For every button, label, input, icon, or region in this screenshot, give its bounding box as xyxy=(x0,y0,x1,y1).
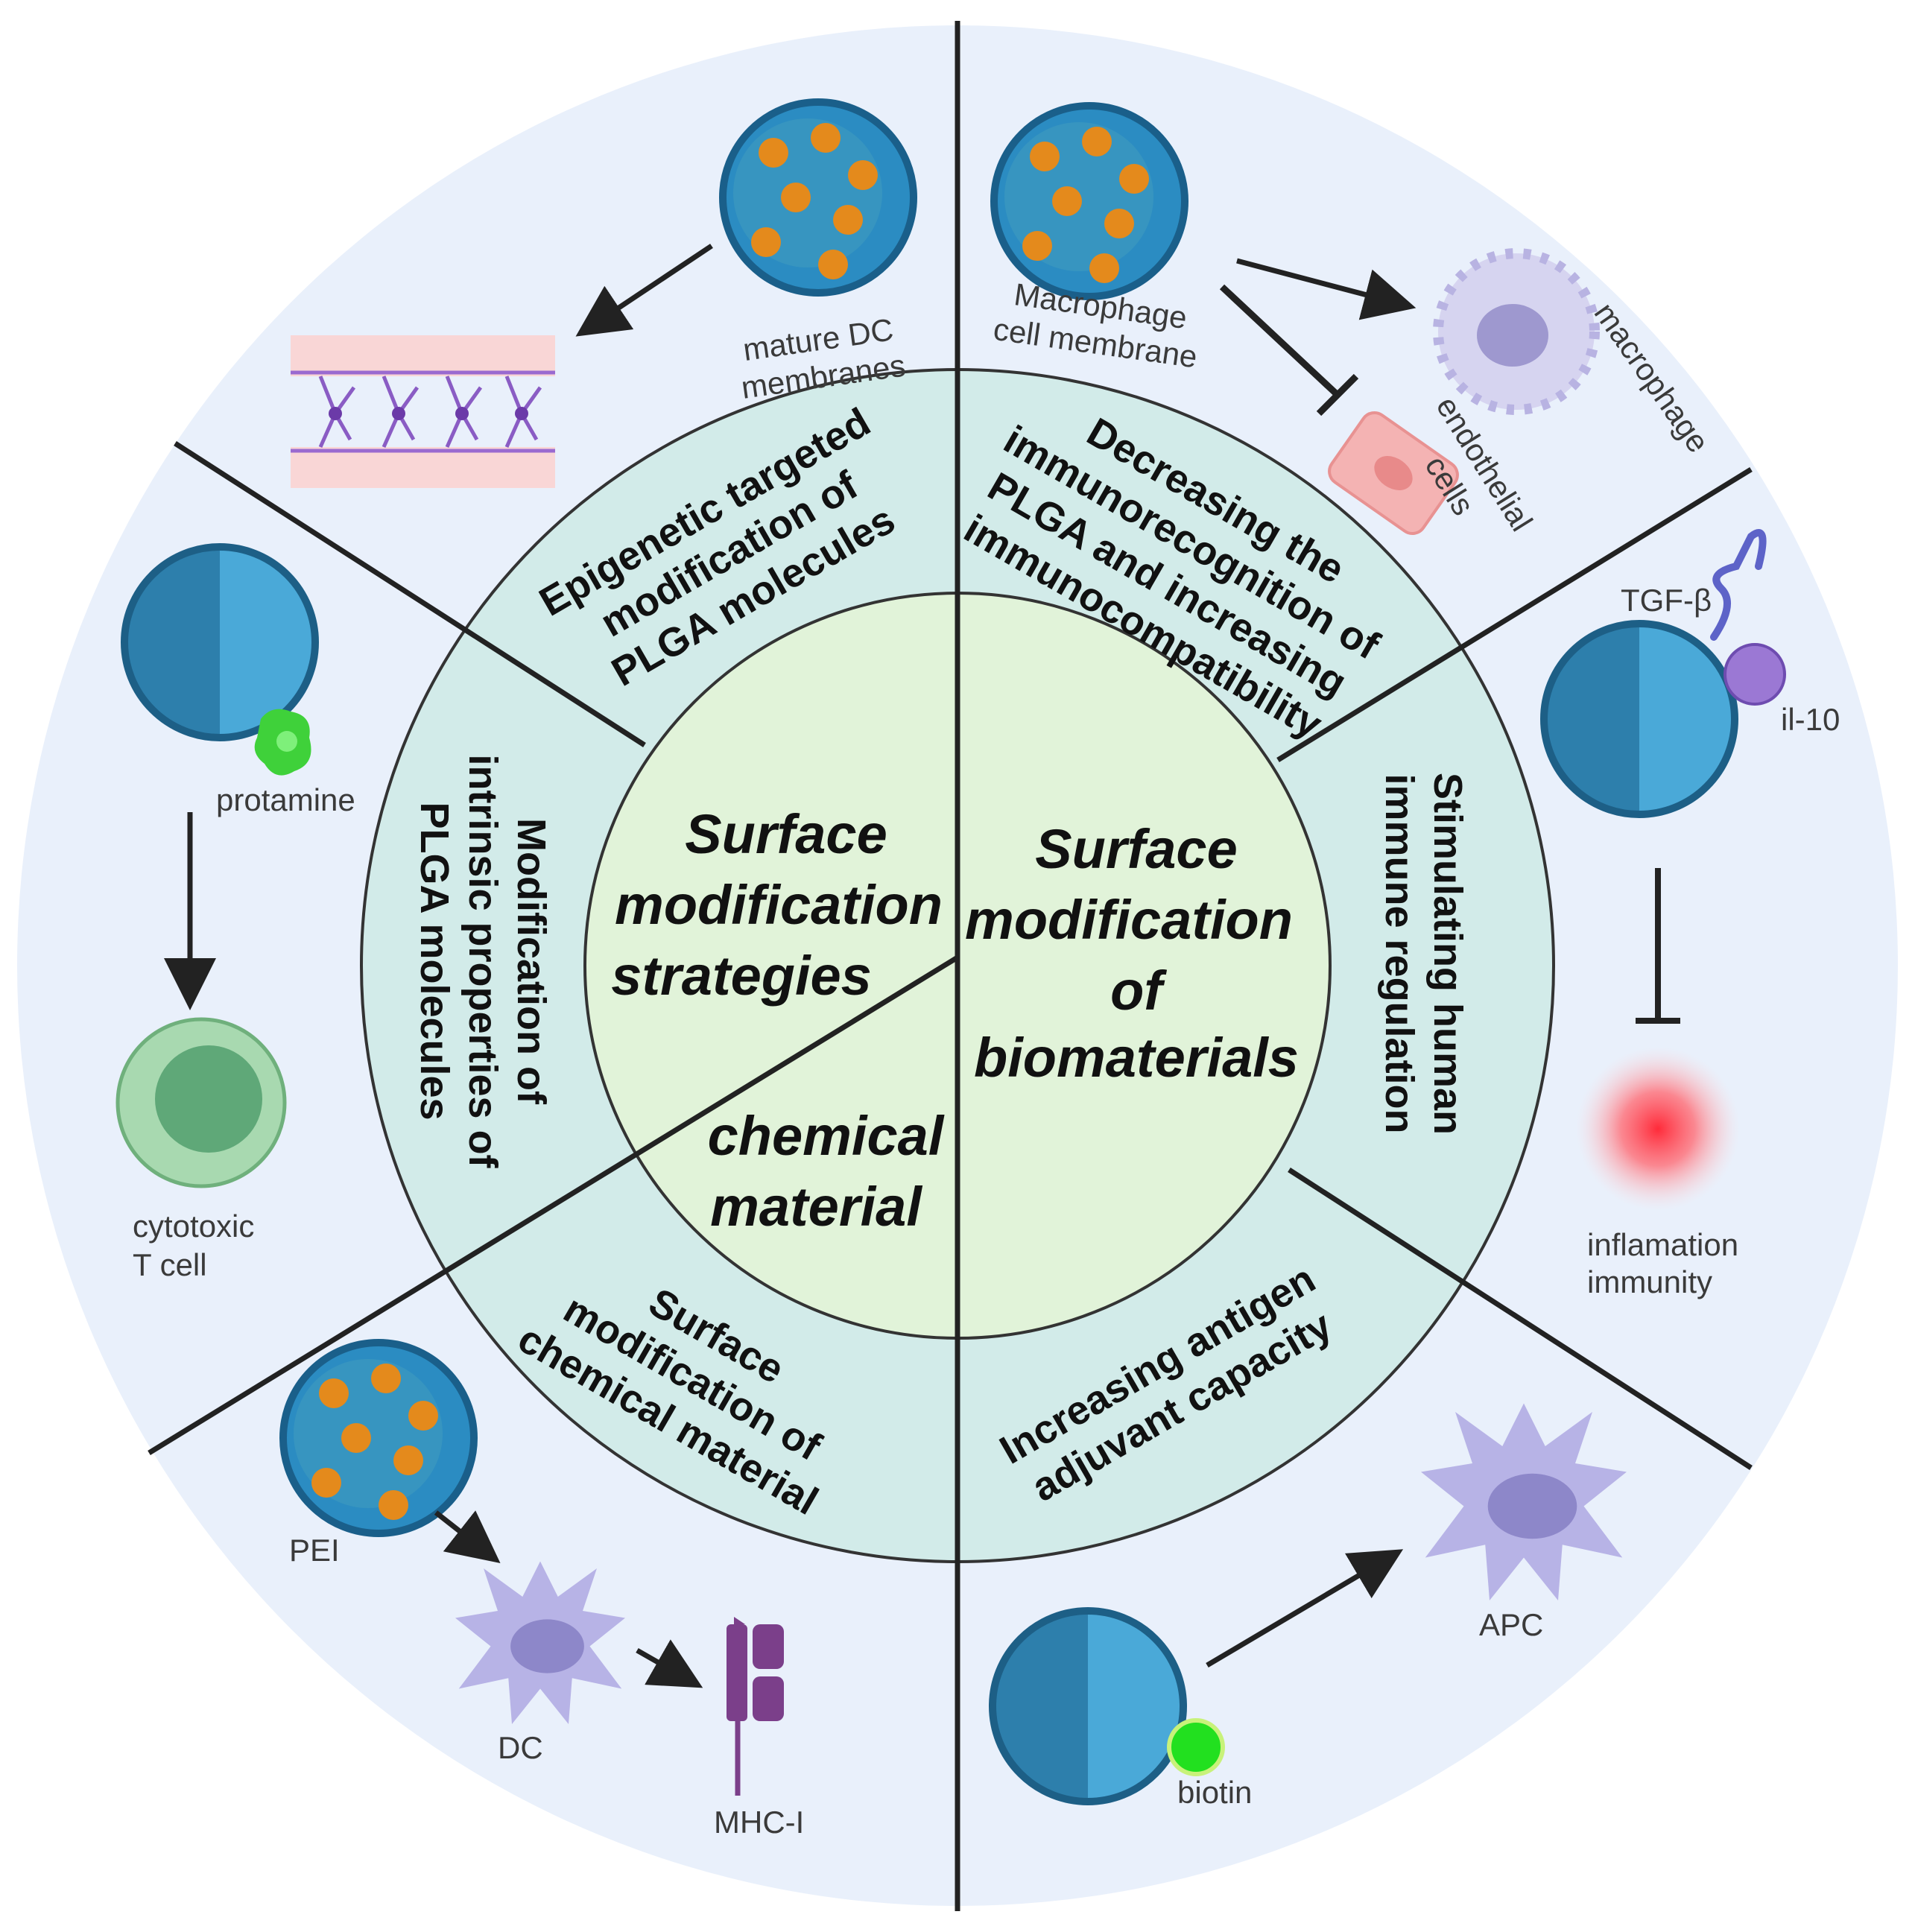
svg-text:strategies: strategies xyxy=(611,945,872,1007)
core-left-title: Surface modification strategies xyxy=(611,803,943,1007)
macrophage-membrane-particle-icon xyxy=(994,106,1185,297)
svg-text:cytotoxic: cytotoxic xyxy=(133,1209,254,1244)
arrow-to-macrophage xyxy=(1236,258,1417,320)
label-pei: PEI xyxy=(289,1533,340,1568)
biotin-icon xyxy=(1167,1718,1225,1776)
macrophage-cell-icon xyxy=(1433,248,1600,415)
cytokine-particle-icon xyxy=(1544,624,1735,814)
ring-intrinsic: Modification of intrinsic properties of … xyxy=(412,754,554,1168)
t-cell-icon xyxy=(115,1017,287,1188)
arrow-to-mhc xyxy=(636,1639,703,1688)
tgf-beta-icon xyxy=(1710,529,1767,641)
arrow-to-apc xyxy=(1206,1549,1404,1668)
inhibit-inflammation xyxy=(1636,868,1680,1024)
pei-particle-icon xyxy=(283,1343,474,1533)
svg-text:immunity: immunity xyxy=(1587,1264,1712,1299)
ring-stimulating: Stimulating human immune regulation xyxy=(1377,773,1470,1135)
blood-vessel-icon xyxy=(291,335,555,488)
core-right-title: Surface modification of biomaterials xyxy=(965,818,1299,1089)
svg-text:Stimulating human: Stimulating human xyxy=(1425,773,1470,1135)
svg-text:intrinsic properties of: intrinsic properties of xyxy=(460,754,505,1168)
mhc-receptor-icon xyxy=(727,1617,784,1796)
svg-text:modification: modification xyxy=(965,889,1293,951)
core-bottom-title: chemical material xyxy=(708,1105,945,1238)
label-il10: il-10 xyxy=(1781,702,1840,737)
svg-text:immune regulation: immune regulation xyxy=(1377,773,1422,1133)
svg-text:Modification of: Modification of xyxy=(509,818,554,1105)
label-apc: APC xyxy=(1479,1607,1543,1642)
divider-lines xyxy=(148,21,1753,1911)
svg-text:biomaterials: biomaterials xyxy=(974,1027,1299,1089)
arrow-to-vessel xyxy=(575,244,713,337)
svg-text:inflamation: inflamation xyxy=(1587,1227,1738,1262)
svg-text:PLGA molecules: PLGA molecules xyxy=(412,802,457,1120)
endothelial-cell-icon xyxy=(1328,411,1459,536)
label-biotin: biotin xyxy=(1177,1775,1252,1810)
label-protamine: protamine xyxy=(216,782,355,817)
biotin-particle-icon xyxy=(993,1611,1183,1802)
protamine-icon xyxy=(254,709,311,776)
label-cytotoxic: cytotoxic T cell xyxy=(133,1209,254,1282)
svg-text:material: material xyxy=(710,1176,922,1238)
il10-icon xyxy=(1724,643,1786,706)
inflammation-icon xyxy=(1576,1047,1740,1211)
svg-text:Surface: Surface xyxy=(1035,818,1237,880)
svg-text:modification: modification xyxy=(615,874,943,936)
label-inflammation: inflamation immunity xyxy=(1587,1227,1738,1299)
dc-membrane-particle-icon xyxy=(723,102,914,293)
arrow-to-dc xyxy=(434,1510,501,1563)
svg-text:T cell: T cell xyxy=(133,1247,207,1282)
protamine-particle-icon xyxy=(124,547,315,738)
svg-text:of: of xyxy=(1110,960,1167,1022)
inhibit-endothelial xyxy=(1219,284,1359,417)
label-tgf: TGF-β xyxy=(1621,583,1712,618)
label-mhc: MHC-I xyxy=(714,1805,804,1840)
svg-text:chemical: chemical xyxy=(708,1105,945,1167)
svg-text:Surface: Surface xyxy=(685,803,887,865)
label-dc: DC xyxy=(498,1730,543,1765)
